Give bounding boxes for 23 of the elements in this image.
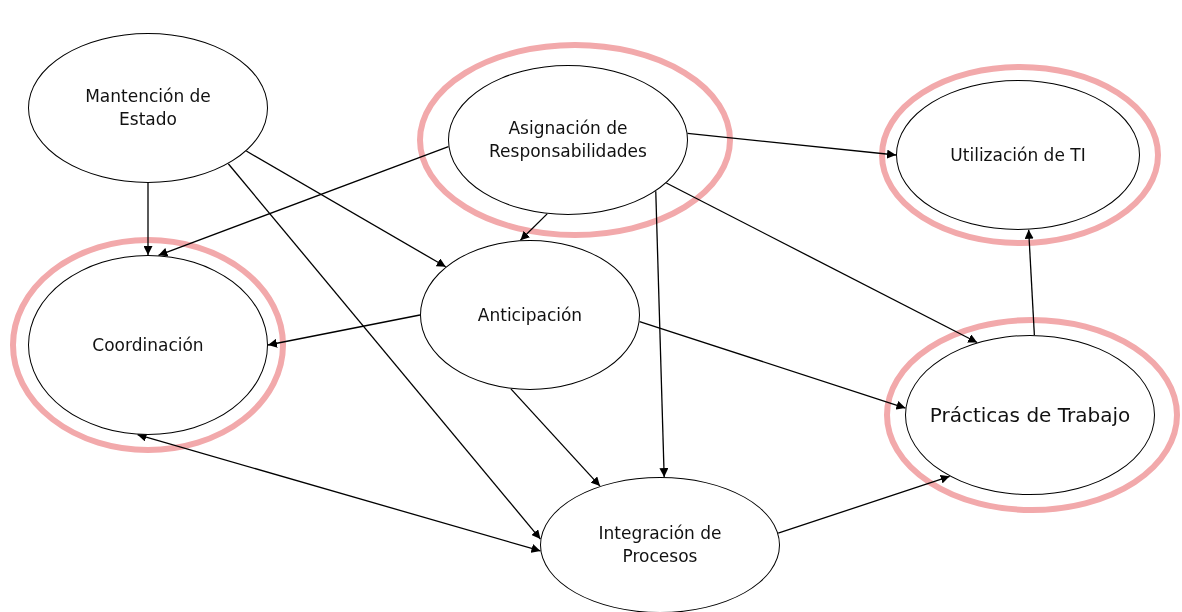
arrow [510, 388, 601, 487]
ellipse-node [896, 80, 1140, 230]
node-label: Anticipación [477, 303, 583, 327]
ellipse-node [905, 335, 1155, 495]
node-label: Utilización de TI [950, 143, 1086, 167]
arrow [157, 145, 450, 257]
arrow [686, 132, 897, 159]
arrow [227, 163, 542, 540]
arrow [665, 182, 978, 344]
node-label: Prácticas de Trabajo [929, 401, 1131, 429]
arrow [777, 474, 951, 534]
arrow [638, 320, 907, 410]
node-label: Asignación de Responsabilidades [488, 117, 648, 163]
node-label: Integración de Procesos [597, 522, 723, 568]
arrow [143, 182, 153, 256]
arrow [655, 190, 669, 478]
arrow [519, 213, 548, 241]
node-label: Coordinación [92, 333, 204, 357]
arrow [1024, 229, 1035, 336]
node-label: Mantención de Estado [84, 85, 212, 131]
arrow [267, 314, 421, 348]
ellipse-node [28, 255, 268, 435]
arrow [245, 150, 447, 268]
